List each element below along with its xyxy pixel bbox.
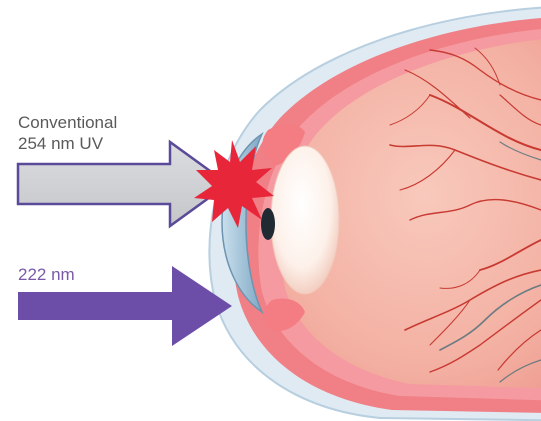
conventional-uv-label-line1: Conventional [18, 112, 117, 133]
conventional-uv-arrow [18, 142, 228, 226]
pupil [261, 208, 275, 240]
conventional-uv-label: Conventional 254 nm UV [18, 112, 117, 154]
conventional-uv-label-line2: 254 nm UV [18, 133, 117, 154]
lens [271, 146, 339, 294]
far-uvc-label: 222 nm [18, 264, 75, 285]
